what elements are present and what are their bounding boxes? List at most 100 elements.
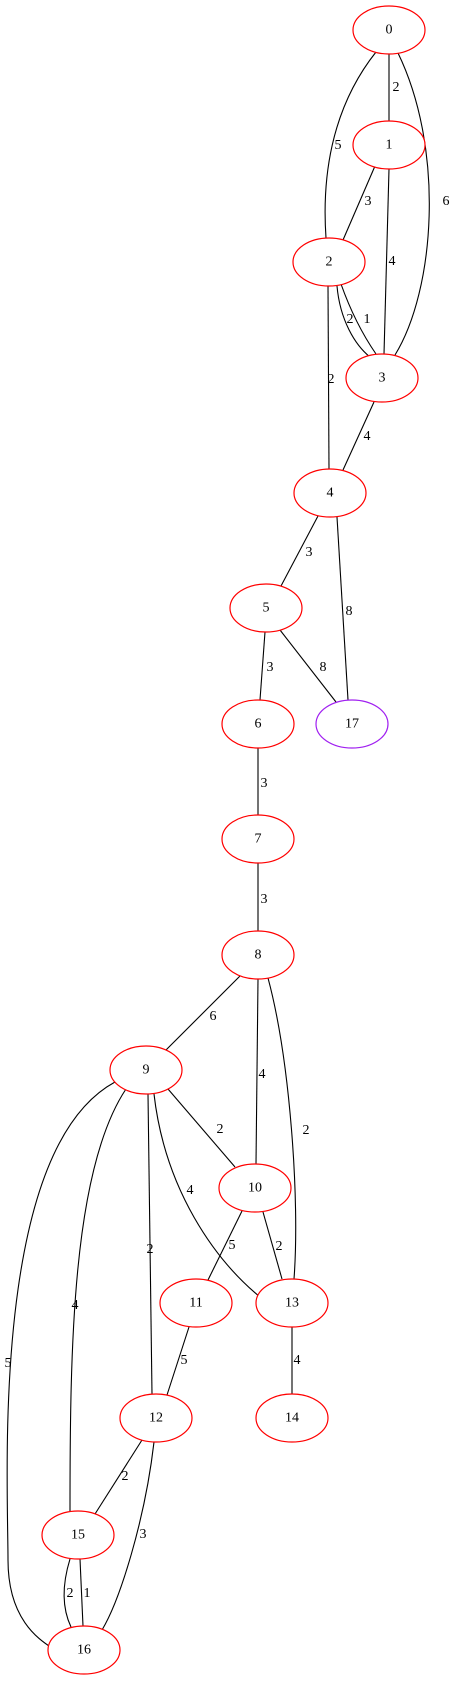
- edge-2-3: [336, 285, 371, 358]
- node-1: 1: [352, 120, 426, 170]
- node-label: 0: [386, 23, 393, 38]
- edge-weight-label: 3: [261, 776, 268, 791]
- node-9: 9: [109, 1045, 183, 1095]
- node-0: 0: [352, 5, 426, 55]
- edge-8-13: [267, 977, 297, 1280]
- node-11: 11: [159, 1278, 233, 1328]
- node-ellipse: [218, 1163, 292, 1213]
- node-label: 15: [71, 1528, 85, 1543]
- edge-10-13: [262, 1211, 283, 1280]
- edge-8-9: [165, 975, 241, 1051]
- node-4: 4: [293, 468, 367, 518]
- node-ellipse: [315, 699, 389, 749]
- edge-9-15: [69, 1088, 127, 1512]
- node-6: 6: [221, 699, 295, 749]
- edge-weight-label: 2: [276, 1239, 283, 1254]
- node-label: 14: [285, 1411, 299, 1426]
- edge-weight-label: 3: [140, 1527, 147, 1542]
- edge-12-16: [101, 1441, 155, 1631]
- edge-weight-label: 4: [364, 429, 371, 444]
- edge-weight-label: 8: [320, 660, 327, 675]
- edges-layer: [6, 51, 430, 1649]
- edge-weight-label: 3: [267, 660, 274, 675]
- node-12: 12: [119, 1393, 193, 1443]
- edge-weight-label: 8: [346, 604, 353, 619]
- node-ellipse: [352, 5, 426, 55]
- edge-weight-label: 4: [259, 1067, 266, 1082]
- edge-2-3: [340, 283, 377, 355]
- node-ellipse: [159, 1278, 233, 1328]
- node-label: 2: [326, 255, 333, 270]
- edge-4-17: [336, 516, 349, 701]
- node-ellipse: [229, 583, 303, 633]
- node-ellipse: [221, 930, 295, 980]
- node-ellipse: [255, 1393, 329, 1443]
- node-13: 13: [255, 1278, 329, 1328]
- node-label: 12: [149, 1411, 163, 1426]
- node-ellipse: [41, 1510, 115, 1560]
- edge-4-5: [280, 515, 319, 587]
- node-label: 6: [255, 717, 262, 732]
- node-ellipse: [109, 1045, 183, 1095]
- node-label: 9: [143, 1063, 150, 1078]
- edge-weight-label: 2: [147, 1242, 154, 1257]
- edge-weight-label: 2: [217, 1122, 224, 1137]
- edge-weight-label: 2: [122, 1469, 129, 1484]
- node-ellipse: [293, 468, 367, 518]
- edge-weight-label: 5: [181, 1353, 188, 1368]
- edge-9-13: [153, 1093, 261, 1298]
- node-3: 3: [345, 353, 419, 403]
- node-14: 14: [255, 1393, 329, 1443]
- node-5: 5: [229, 583, 303, 633]
- node-label: 1: [386, 138, 393, 153]
- node-ellipse: [119, 1393, 193, 1443]
- edge-15-16: [63, 1558, 72, 1628]
- node-ellipse: [221, 699, 295, 749]
- node-label: 13: [285, 1296, 299, 1311]
- edge-weight-label: 2: [328, 372, 335, 387]
- edge-15-16: [79, 1558, 84, 1627]
- edge-weight-label: 4: [389, 254, 396, 269]
- node-ellipse: [292, 237, 366, 287]
- edge-9-16: [6, 1081, 116, 1649]
- edge-weight-label: 2: [303, 1123, 310, 1138]
- node-10: 10: [218, 1163, 292, 1213]
- edge-3-4: [342, 401, 375, 471]
- edge-weight-label: 4: [294, 1353, 301, 1368]
- edge-weight-label: 6: [210, 1009, 217, 1024]
- edge-weight-label: 1: [84, 1586, 91, 1601]
- edge-weight-label: 5: [5, 1356, 12, 1371]
- node-ellipse: [221, 814, 295, 864]
- node-17: 17: [315, 699, 389, 749]
- edge-9-10: [167, 1088, 236, 1168]
- node-8: 8: [221, 930, 295, 980]
- edge-weight-label: 4: [187, 1183, 194, 1198]
- node-label: 10: [248, 1181, 262, 1196]
- node-label: 11: [189, 1296, 202, 1311]
- edge-weight-label: 5: [229, 1238, 236, 1253]
- edge-11-12: [166, 1326, 190, 1396]
- edge-0-2: [324, 51, 377, 239]
- edge-8-10: [255, 978, 259, 1165]
- edge-0-3: [394, 52, 430, 356]
- edge-5-6: [259, 631, 266, 701]
- node-ellipse: [255, 1278, 329, 1328]
- node-15: 15: [41, 1510, 115, 1560]
- edge-5-17: [279, 629, 337, 703]
- edge-weight-label: 3: [365, 194, 372, 209]
- edge-1-2: [342, 165, 376, 241]
- edge-9-12: [147, 1093, 153, 1395]
- node-label: 17: [345, 717, 359, 732]
- edge-weight-label: 3: [261, 892, 268, 907]
- node-16: 16: [47, 1625, 121, 1675]
- node-ellipse: [47, 1625, 121, 1675]
- edge-weight-label: 2: [67, 1586, 74, 1601]
- node-label: 7: [255, 832, 262, 847]
- edge-weight-label: 6: [443, 194, 450, 209]
- edge-weight-label: 5: [335, 138, 342, 153]
- edge-weight-label: 2: [347, 312, 354, 327]
- edge-10-11: [207, 1210, 243, 1281]
